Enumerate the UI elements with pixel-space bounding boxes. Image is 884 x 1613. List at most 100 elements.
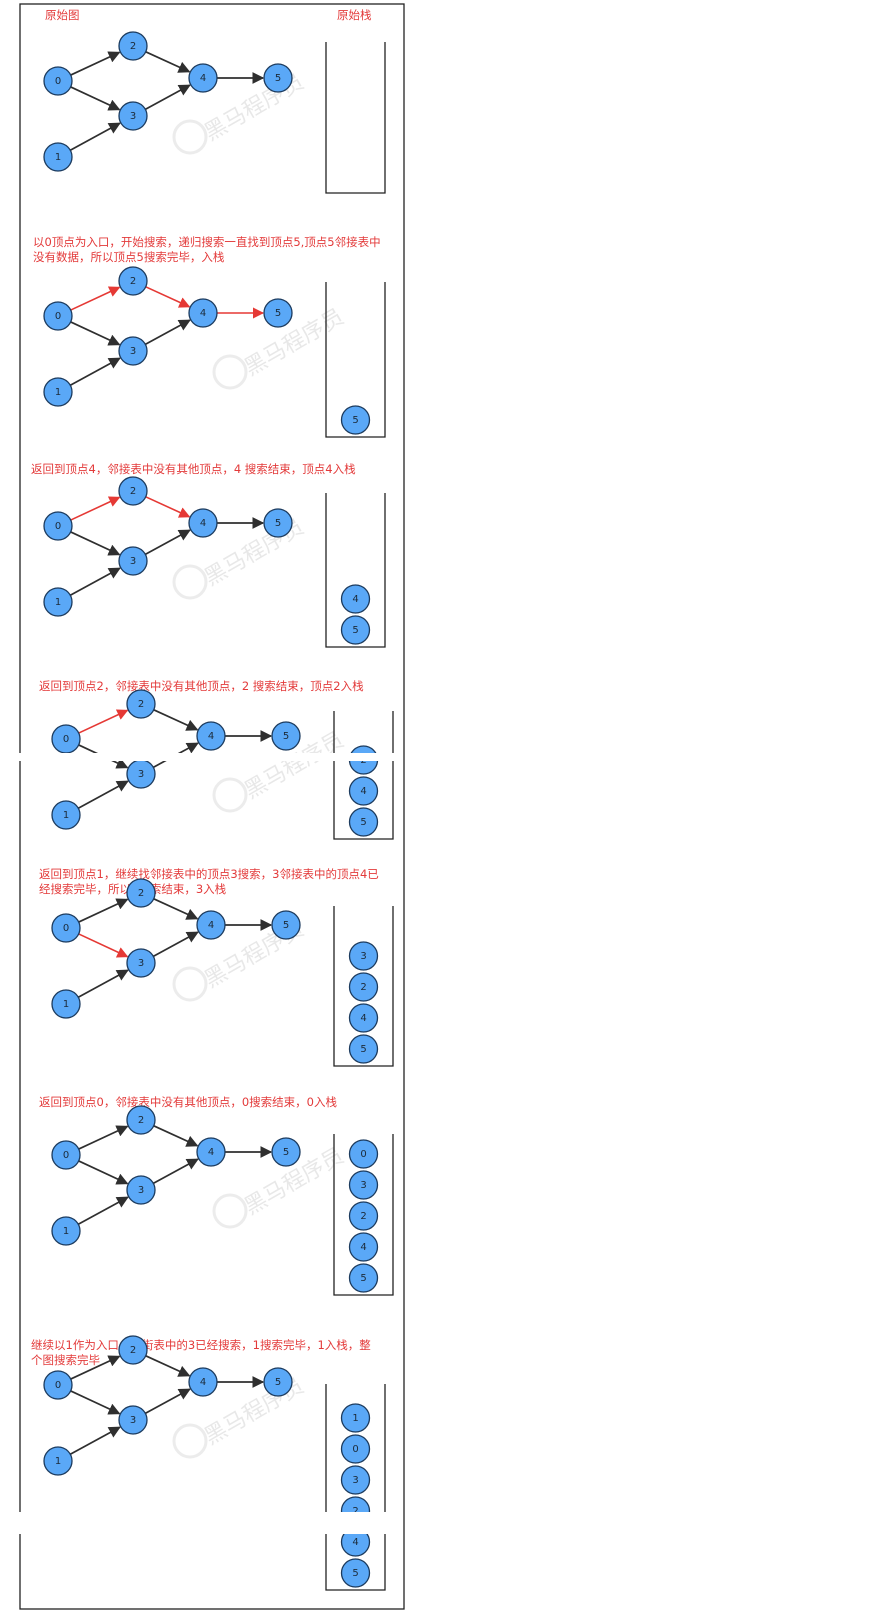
graph-node-label: 5: [283, 920, 289, 931]
stack-item-4: 4: [348, 1232, 379, 1262]
graph-node-0: 0: [43, 301, 73, 331]
graph-node-0: 0: [51, 913, 81, 943]
graph-node-label: 4: [200, 1377, 206, 1388]
stack-item-5: 5: [340, 615, 371, 645]
graph-node-5: 5: [263, 508, 293, 538]
edge-2-4: [145, 1355, 191, 1377]
edge-2-4: [153, 898, 199, 920]
step-4: 返回到顶点1，继续找邻接表中的顶点3搜索，3邻接表中的顶点4已经搜索完毕，所以3…: [39, 867, 394, 1067]
graph-node-4: 4: [196, 1137, 226, 1167]
graph-node-label: 2: [138, 1115, 144, 1126]
graph-node-1: 1: [51, 800, 81, 830]
graph-node-label: 5: [275, 518, 281, 529]
graph-node-label: 1: [63, 810, 69, 821]
stack-item-4: 4: [348, 1003, 379, 1033]
graph-node-5: 5: [263, 63, 293, 93]
edge-2-4: [145, 51, 191, 73]
stack-item-label: 0: [360, 1149, 366, 1160]
graph-node-label: 3: [138, 769, 144, 780]
graph-node-label: 5: [283, 731, 289, 742]
graph-node-label: 0: [55, 311, 61, 322]
stack-item-label: 4: [352, 1537, 358, 1548]
stack-item-label: 3: [352, 1475, 358, 1486]
edge-0-3: [70, 1390, 121, 1415]
edge-2-4-visited: [145, 496, 191, 518]
edge-3-4: [152, 1158, 199, 1185]
stack-item-1: 1: [340, 1403, 371, 1433]
step-6: 继续以1作为入口，临街表中的3已经搜索，1搜索完毕，1入栈，整个图搜索完毕黑马程…: [31, 1335, 386, 1591]
step-2-caption-line-0: 返回到顶点4，邻接表中没有其他顶点，4 搜索结束，顶点4入栈: [31, 462, 356, 476]
stack-item-label: 3: [360, 951, 366, 962]
graph-node-label: 4: [200, 518, 206, 529]
edge-3-4: [144, 84, 191, 111]
stack-item-3: 3: [348, 941, 379, 971]
graph-node-1: 1: [43, 1446, 73, 1476]
step-6-caption-line-0: 继续以1作为入口，临街表中的3已经搜索，1搜索完毕，1入栈，整: [31, 1338, 371, 1352]
edge-0-2-visited: [70, 286, 121, 311]
stack-item-label: 5: [352, 415, 358, 426]
graph-node-label: 1: [55, 1456, 61, 1467]
graph-node-0: 0: [43, 66, 73, 96]
stack-item-3: 3: [340, 1465, 371, 1495]
stack-item-0: 0: [340, 1434, 371, 1464]
graph-node-1: 1: [51, 1216, 81, 1246]
graph-node-label: 4: [208, 1147, 214, 1158]
edge-0-2-visited: [78, 709, 129, 734]
stack-container: [333, 1134, 394, 1296]
graph-node-2: 2: [126, 689, 156, 719]
graph-node-label: 2: [138, 699, 144, 710]
stack-container: [325, 282, 386, 438]
diagram-frame: [19, 3, 405, 1610]
graph-node-label: 1: [63, 1226, 69, 1237]
stack-item-label: 0: [352, 1444, 358, 1455]
stack-container: [325, 1384, 386, 1591]
graph-node-label: 1: [55, 597, 61, 608]
stack-item-0: 0: [348, 1139, 379, 1169]
graph-node-label: 1: [63, 999, 69, 1010]
graph-node-label: 2: [130, 1345, 136, 1356]
graph-node-label: 2: [130, 486, 136, 497]
graph-node-label: 0: [63, 923, 69, 934]
graph-node-0: 0: [43, 511, 73, 541]
graph-node-label: 3: [130, 556, 136, 567]
graph-node-0: 0: [51, 724, 81, 754]
graph-node-2: 2: [126, 878, 156, 908]
graph-node-5: 5: [271, 721, 301, 751]
stack-item-5: 5: [340, 405, 371, 435]
stack-item-label: 5: [360, 817, 366, 828]
graph-node-label: 4: [208, 920, 214, 931]
stack-item-label: 5: [360, 1044, 366, 1055]
graph-node-label: 0: [63, 1150, 69, 1161]
graph-node-3: 3: [118, 336, 148, 366]
graph-node-label: 3: [130, 111, 136, 122]
graph-node-3: 3: [126, 1175, 156, 1205]
stack-item-2: 2: [348, 1201, 379, 1231]
stack-item-5: 5: [348, 1263, 379, 1293]
edge-0-2-visited: [70, 496, 121, 521]
edge-1-3: [69, 122, 121, 152]
edge-1-3: [77, 780, 129, 810]
graph-node-2: 2: [118, 1335, 148, 1365]
step-5-caption-line-0: 返回到顶点0，邻接表中没有其他顶点，0搜索结束，0入栈: [39, 1095, 337, 1109]
stack-item-label: 4: [352, 594, 358, 605]
graph-node-5: 5: [263, 1367, 293, 1397]
stack-item-5: 5: [340, 1558, 371, 1588]
edge-3-4: [144, 319, 191, 346]
step-1-caption-line-1: 没有数据，所以顶点5搜索完毕，入栈: [33, 250, 225, 264]
graph-node-3: 3: [118, 1405, 148, 1435]
graph-node-0: 0: [51, 1140, 81, 1170]
graph-node-4: 4: [188, 298, 218, 328]
edge-0-3: [78, 1160, 129, 1185]
graph-node-label: 2: [138, 888, 144, 899]
stack-item-label: 2: [360, 1211, 366, 1222]
edge-0-3: [70, 531, 121, 556]
stack-item-label: 1: [352, 1413, 358, 1424]
stack-container: [325, 42, 386, 194]
edge-0-2: [70, 1355, 121, 1380]
edge-1-3: [77, 969, 129, 999]
graph-node-label: 0: [63, 734, 69, 745]
graph-node-label: 3: [130, 1415, 136, 1426]
step-4-caption-line-0: 返回到顶点1，继续找邻接表中的顶点3搜索，3邻接表中的顶点4已: [39, 867, 379, 881]
